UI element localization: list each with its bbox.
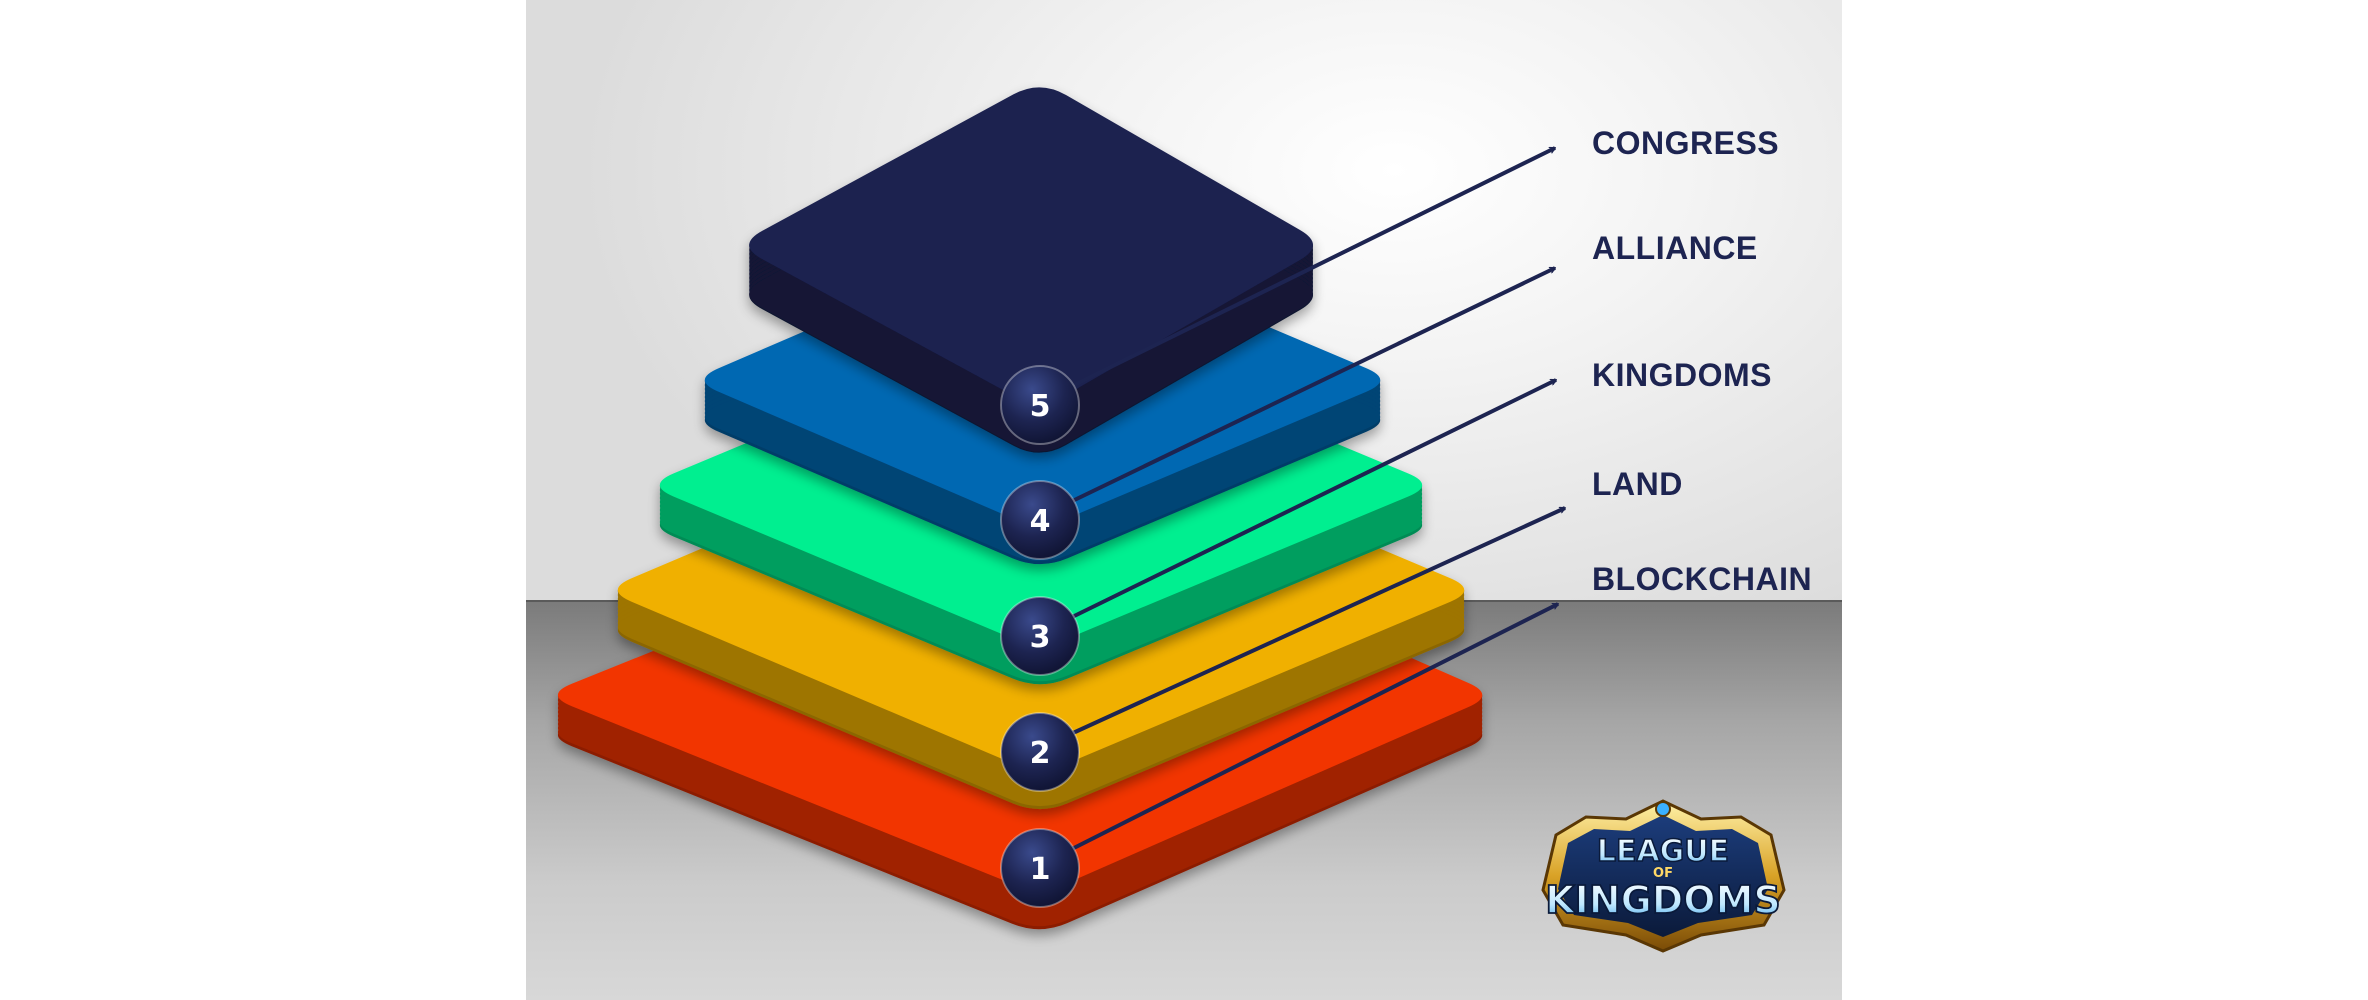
level-badge-1: 1	[1000, 828, 1080, 908]
level-number: 3	[1030, 620, 1051, 655]
level-badge-2: 2	[1000, 712, 1080, 792]
layer-label-blockchain: BLOCKCHAIN	[1592, 561, 1813, 597]
arrow-blockchain	[1061, 602, 1558, 856]
layer-label-kingdoms: KINGDOMS	[1592, 357, 1772, 393]
slide: 1 2 3 4 5 BLOCKCHAIN LAND KINGDOMS ALLIANCE CONG…	[526, 0, 1842, 1000]
level-number: 5	[1030, 389, 1051, 424]
layer-label-alliance: ALLIANCE	[1592, 230, 1758, 266]
arrow-alliance	[1061, 266, 1555, 508]
level-badge-5: 5	[1000, 365, 1080, 445]
level-badge-4: 4	[1000, 480, 1080, 560]
layer-congress	[749, 87, 1313, 453]
arrow-land	[1061, 506, 1565, 740]
layer-label-congress: CONGRESS	[1592, 125, 1780, 161]
level-badge-3: 3	[1000, 596, 1080, 676]
league-of-kingdoms-logo: LEAGUE OF KINGDOMS	[1541, 799, 1786, 953]
arrow-kingdoms	[1061, 378, 1556, 624]
logo-line-2: OF	[1653, 866, 1673, 881]
arrow-congress	[1061, 146, 1555, 393]
logo-line-3: KINGDOMS	[1545, 878, 1781, 922]
pyramid-diagram: 1 2 3 4 5	[557, 87, 1842, 930]
layer-top-congress	[749, 87, 1313, 403]
layer-label-land: LAND	[1592, 466, 1683, 502]
logo-line-1: LEAGUE	[1597, 834, 1729, 869]
level-number: 2	[1030, 736, 1051, 771]
level-number: 1	[1030, 852, 1051, 887]
level-number: 4	[1030, 504, 1051, 539]
